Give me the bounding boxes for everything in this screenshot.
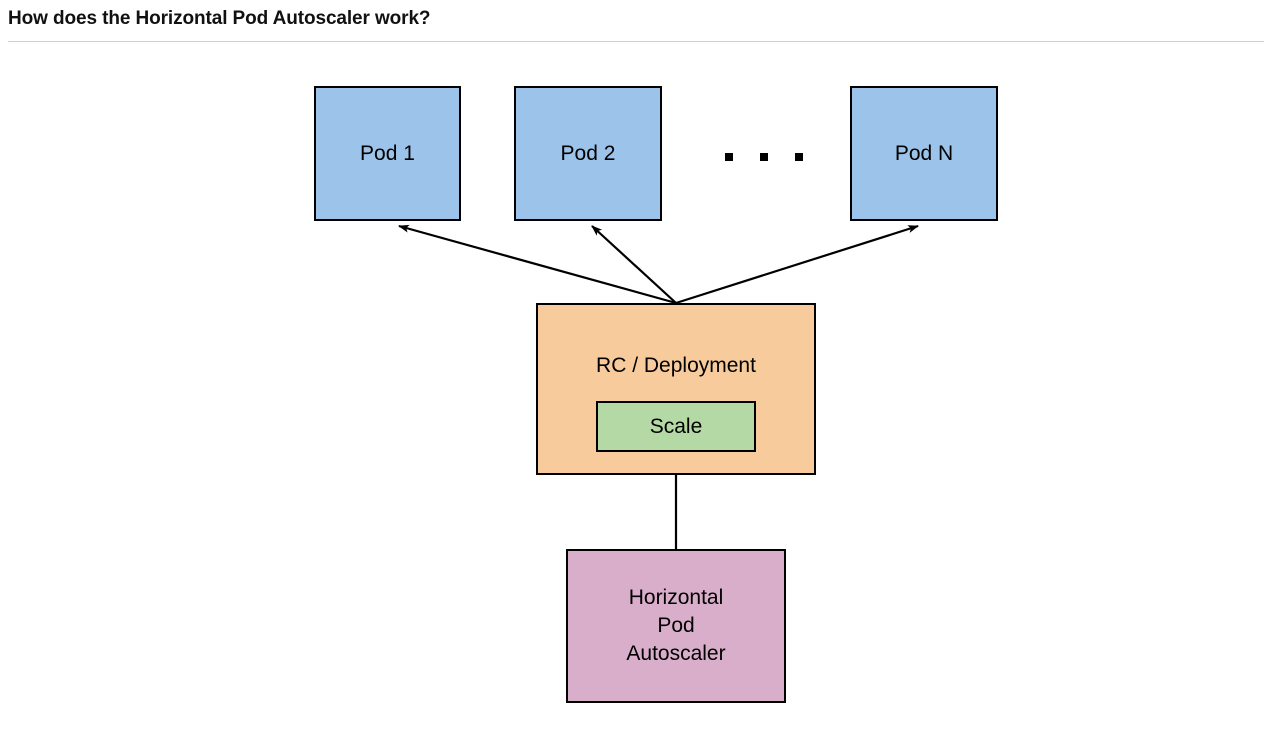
node-pod-2[interactable]: Pod 2 [514, 86, 662, 221]
edge-rc-to-pod-2 [591, 225, 677, 304]
node-scale-label: Scale [649, 414, 703, 438]
node-pod-n[interactable]: Pod N [850, 86, 998, 221]
hpa-architecture-diagram: Pod 1 Pod 2 Pod N RC / Deployment Scale … [0, 46, 1280, 745]
node-horizontal-pod-autoscaler-label: Horizontal Pod Autoscaler [626, 586, 726, 665]
node-pod-1-label: Pod 1 [360, 141, 415, 165]
page-header: How does the Horizontal Pod Autoscaler w… [0, 0, 1280, 46]
ellipsis-dot-1 [725, 153, 733, 161]
ellipsis-dot-2 [760, 153, 768, 161]
node-pod-1[interactable]: Pod 1 [314, 86, 461, 221]
node-horizontal-pod-autoscaler[interactable]: Horizontal Pod Autoscaler [566, 549, 786, 703]
edge-rc-to-pod-1 [398, 224, 677, 305]
page-title: How does the Horizontal Pod Autoscaler w… [8, 8, 431, 29]
node-rc-deployment-label: RC / Deployment [596, 354, 756, 377]
header-divider [8, 41, 1264, 42]
edge-rc-to-pod-n [675, 224, 919, 305]
ellipsis-dot-3 [795, 153, 803, 161]
ellipsis-indicator [725, 153, 804, 161]
node-pod-n-label: Pod N [894, 141, 954, 165]
node-pod-2-label: Pod 2 [560, 141, 616, 165]
node-scale[interactable]: Scale [596, 401, 756, 452]
